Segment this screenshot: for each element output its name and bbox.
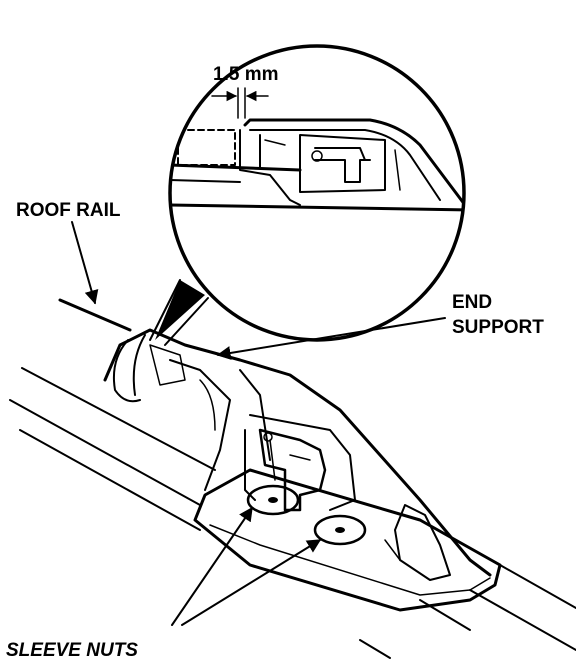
roof-rail-body — [9, 298, 576, 659]
dimension-marker — [211, 87, 269, 119]
end-support-body — [103, 328, 502, 612]
sleeve-nut-leader-2 — [181, 539, 322, 626]
dimension-label: 1.5 mm — [213, 64, 278, 85]
detail-view — [168, 44, 466, 342]
sleeve-nut-leader-1 — [171, 506, 253, 626]
roof-rail-leader — [71, 221, 99, 305]
sleeve-nut-2 — [313, 514, 367, 546]
roof-rail-label: ROOF RAIL — [16, 200, 121, 221]
zoom-cone — [155, 280, 205, 340]
end-support-leader — [216, 317, 446, 360]
end-support-label-line1: END — [452, 292, 492, 313]
sleeve-nuts-label: SLEEVE NUTS — [6, 640, 138, 661]
end-support-label-line2: SUPPORT — [452, 317, 544, 338]
sleeve-nut-1 — [246, 484, 300, 516]
